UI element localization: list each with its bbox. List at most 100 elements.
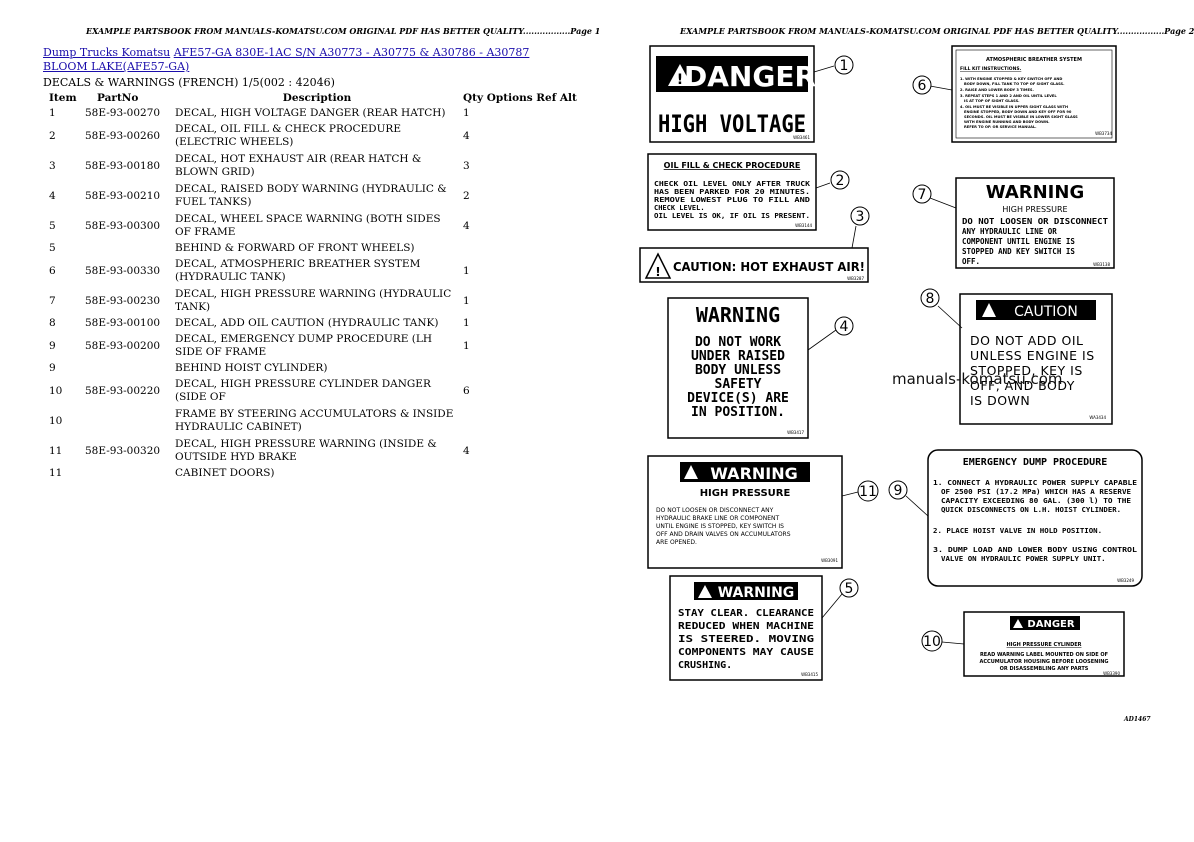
decal-6-atmospheric-breather: ATMOSPHERIC BREATHER SYSTEM FILL KIT INS… bbox=[912, 45, 1117, 143]
decal-10-high-pressure-cylinder: DANGER HIGH PRESSURE CYLINDER READ WARNI… bbox=[921, 611, 1125, 677]
decal-2-line-4: CHECK LEVEL. bbox=[654, 204, 705, 212]
callout-1: 1 bbox=[840, 58, 849, 74]
cell-item: 8 bbox=[49, 317, 56, 329]
decal-11-subtitle: HIGH PRESSURE bbox=[700, 488, 791, 499]
decal-4-line-2: UNDER RAISED bbox=[691, 349, 785, 364]
decal-10-title: DANGER bbox=[1027, 619, 1074, 630]
cell-description: DECAL, HIGH VOLTAGE DANGER (REAR HATCH) bbox=[175, 107, 446, 119]
decal-5-line-4: COMPONENTS MAY CAUSE bbox=[678, 647, 814, 658]
callout-9: 9 bbox=[894, 483, 903, 499]
cell-qty: 1 bbox=[463, 317, 470, 329]
table-row: 3 58E-93-00180 DECAL, HOT EXHAUST AIR (REA… bbox=[43, 151, 585, 181]
decal-6-line-3: 2. RAISE AND LOWER BODY 3 TIMES. bbox=[960, 88, 1034, 92]
column-header-item: Item bbox=[49, 92, 77, 104]
decal-9-line-6: 3. DUMP LOAD AND LOWER BODY USING CONTRO… bbox=[933, 545, 1138, 554]
cell-item: 2 bbox=[49, 129, 56, 142]
cell-description: DECAL, HOT EXHAUST AIR (REAR HATCH & BLO… bbox=[175, 153, 422, 178]
cell-description: DECAL, HIGH PRESSURE WARNING (HYDRAULIC … bbox=[175, 288, 452, 313]
cell-qty: 3 bbox=[463, 159, 470, 172]
cell-partno: 58E-93-00260 bbox=[85, 129, 161, 142]
cell-partno: 58E-93-00220 bbox=[85, 384, 161, 397]
decal-6-line-10: REFER TO OP. OR SERVICE MANUAL. bbox=[964, 125, 1037, 129]
breadcrumb-link-model[interactable]: AFE57-GA 830E-1AC S/N A30773 - A30775 & … bbox=[43, 46, 530, 73]
cell-partno: 58E-93-00330 bbox=[85, 264, 161, 277]
decal-7-code: WB3138 bbox=[1093, 262, 1110, 267]
cell-partno: 58E-93-00180 bbox=[85, 159, 161, 172]
decal-6-subtitle: FILL KIT INSTRUCTIONS. bbox=[960, 66, 1022, 72]
decal-5-line-3: IS STEERED. MOVING bbox=[678, 634, 814, 645]
decal-1-code: WB3461 bbox=[793, 135, 810, 140]
decals-diagram: .blk{font-family:"DejaVu Sans",sans-seri… bbox=[639, 45, 1143, 681]
column-header-qty: Qty Options Ref Alt bbox=[463, 92, 577, 104]
decal-7-line-5: OFF. bbox=[962, 257, 980, 266]
cell-qty bbox=[461, 406, 585, 436]
decal-3-hot-exhaust: ! CAUTION: HOT EXHAUST AIR! WB3287 3 bbox=[639, 206, 870, 283]
cell-description: DECAL, HIGH PRESSURE CYLINDER DANGER (SI… bbox=[175, 378, 431, 403]
decal-11-line-4: OFF AND DRAIN VALVES ON ACCUMULATORS bbox=[656, 531, 791, 538]
decal-2-line-1: CHECK OIL LEVEL ONLY AFTER TRUCK bbox=[654, 180, 811, 188]
cell-partno: 58E-93-00270 bbox=[85, 107, 161, 119]
cell-partno: 58E-93-00320 bbox=[85, 444, 161, 457]
decal-5-wheel-space: WARNING STAY CLEAR. CLEARANCE REDUCED WH… bbox=[669, 575, 859, 681]
decal-11-title: WARNING bbox=[710, 464, 798, 483]
decal-8-line-3: STOPPED, KEY IS bbox=[970, 363, 1083, 378]
cell-qty bbox=[461, 241, 585, 256]
decal-6-line-9: WITH ENGINE RUNNING AND BODY DOWN. bbox=[964, 120, 1050, 124]
decal-10-line-3: OR DISASSEMBLING ANY PARTS bbox=[1000, 666, 1089, 672]
decal-9-line-7: VALVE ON HYDRAULIC POWER SUPPLY UNIT. bbox=[941, 554, 1106, 563]
cell-qty: 1 bbox=[463, 264, 470, 277]
decal-6-line-1: 1. WITH ENGINE STOPPED & KEY SWITCH OFF … bbox=[960, 77, 1062, 81]
decal-4-code: WB3417 bbox=[787, 430, 804, 435]
decal-4-line-4: SAFETY bbox=[715, 377, 762, 392]
decal-6-line-2: BODY DOWN, FILL TANK TO TOP OF SIGHT GLA… bbox=[964, 82, 1065, 86]
decal-4-line-5: DEVICE(S) ARE bbox=[687, 391, 789, 406]
decal-11-line-5: ARE OPENED. bbox=[656, 539, 697, 546]
decal-9-line-5: 2. PLACE HOIST VALVE IN HOLD POSITION. bbox=[933, 526, 1102, 535]
decal-1-body: HIGH VOLTAGE bbox=[658, 110, 806, 138]
decal-5-code: WB3415 bbox=[801, 672, 818, 677]
decal-9-line-4: QUICK DISCONNECTS ON L.H. HOIST CYLINDER… bbox=[941, 505, 1121, 514]
parts-table-body: 1 58E-93-00270 DECAL, HIGH VOLTAGE DANGER … bbox=[43, 106, 585, 481]
decal-7-line-1: DO NOT LOOSEN OR DISCONNECT bbox=[962, 217, 1109, 226]
cell-qty: 4 bbox=[463, 444, 470, 457]
decal-3-code: WB3287 bbox=[847, 276, 864, 281]
cell-item: 11 bbox=[49, 467, 63, 479]
decal-6-line-7: ENGINE STOPPED, BODY DOWN AND KEY OFF FO… bbox=[964, 110, 1072, 114]
cell-qty: 1 bbox=[463, 294, 470, 307]
decal-2-code: WB3144 bbox=[795, 223, 812, 228]
cell-description: DECAL, EMERGENCY DUMP PROCEDURE (LH SIDE… bbox=[175, 333, 432, 358]
callout-10: 10 bbox=[923, 634, 941, 650]
callout-11: 11 bbox=[859, 484, 877, 500]
decal-9-line-1: 1. CONNECT A HYDRAULIC POWER SUPPLY CAPA… bbox=[933, 478, 1137, 487]
breadcrumb-link-dump-trucks[interactable]: Dump Trucks Komatsu bbox=[43, 46, 171, 59]
decal-8-add-oil-caution: CAUTION DO NOT ADD OIL UNLESS ENGINE IS … bbox=[920, 288, 1113, 425]
decal-6-line-6: 4. OIL MUST BE VISIBLE IN UPPER SIGHT GL… bbox=[960, 105, 1068, 109]
decal-6-line-5: IS AT TOP OF SIGHT GLASS. bbox=[964, 99, 1020, 103]
decal-4-line-3: BODY UNLESS bbox=[695, 363, 781, 378]
decal-8-title: CAUTION bbox=[1014, 304, 1078, 320]
decal-1-title: DANGER bbox=[684, 60, 816, 93]
callout-8: 8 bbox=[926, 291, 935, 307]
decal-6-title: ATMOSPHERIC BREATHER SYSTEM bbox=[986, 57, 1082, 63]
cell-description: DECAL, WHEEL SPACE WARNING (BOTH SIDES O… bbox=[175, 213, 441, 238]
cell-item: 10 bbox=[49, 414, 63, 427]
cell-description: DECAL, RAISED BODY WARNING (HYDRAULIC & … bbox=[175, 183, 447, 208]
cell-qty: 4 bbox=[463, 129, 470, 142]
column-header-partno: PartNo bbox=[97, 92, 139, 104]
column-header-description: Description bbox=[282, 92, 352, 104]
cell-item: 1 bbox=[49, 107, 56, 119]
decal-7-line-2: ANY HYDRAULIC LINE OR bbox=[962, 227, 1057, 236]
decal-3-title: CAUTION: HOT EXHAUST AIR! bbox=[673, 260, 865, 274]
svg-text:!: ! bbox=[655, 265, 660, 279]
cell-qty: 2 bbox=[463, 189, 470, 202]
cell-item: 7 bbox=[49, 294, 56, 307]
cell-item: 5 bbox=[49, 219, 56, 232]
